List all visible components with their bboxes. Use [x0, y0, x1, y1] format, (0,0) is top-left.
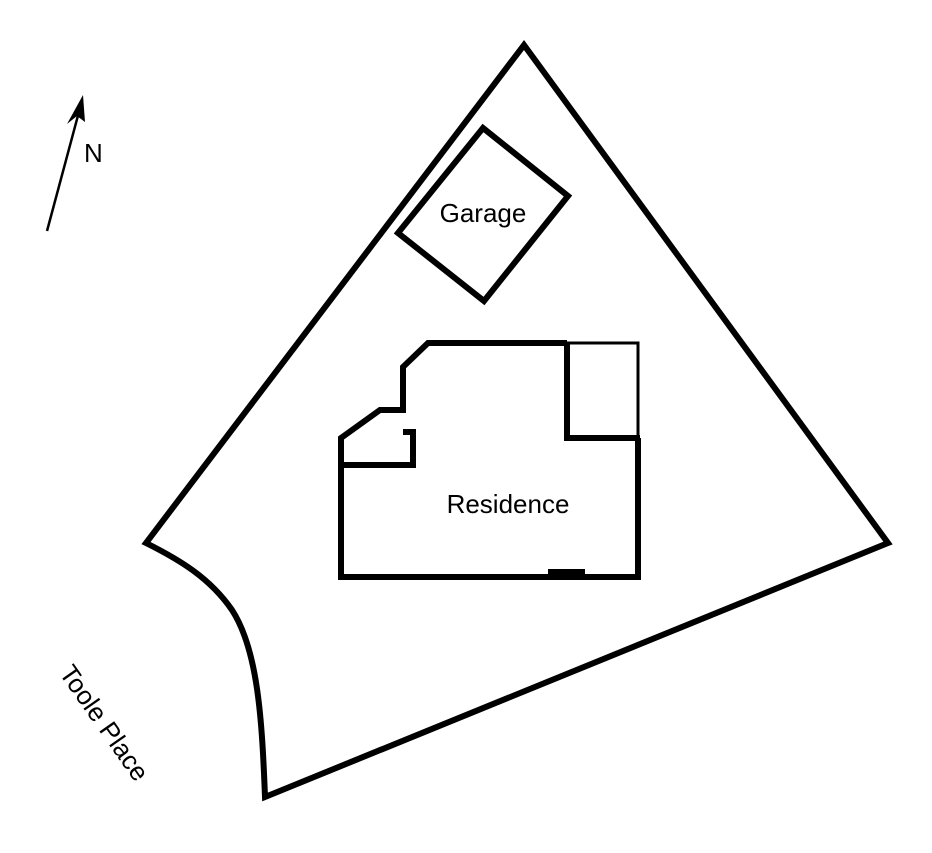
street-label: Toole Place — [54, 659, 156, 786]
residence-label: Residence — [447, 489, 570, 519]
residence-west-room — [341, 429, 416, 468]
garage-label: Garage — [440, 198, 527, 228]
residence-annex-outline — [567, 341, 640, 438]
garage-outline — [393, 123, 573, 306]
residence-east-room — [564, 343, 640, 441]
lot-boundary — [141, 39, 893, 802]
residence: Residence — [338, 340, 641, 580]
north-arrow: N — [45, 95, 103, 232]
residence-outline — [338, 340, 641, 580]
garage: Garage — [393, 123, 573, 306]
north-label: N — [84, 138, 103, 168]
north-arrow-head-icon — [67, 95, 85, 124]
residence-door-step — [548, 569, 585, 574]
north-arrow-shaft — [45, 107, 82, 232]
